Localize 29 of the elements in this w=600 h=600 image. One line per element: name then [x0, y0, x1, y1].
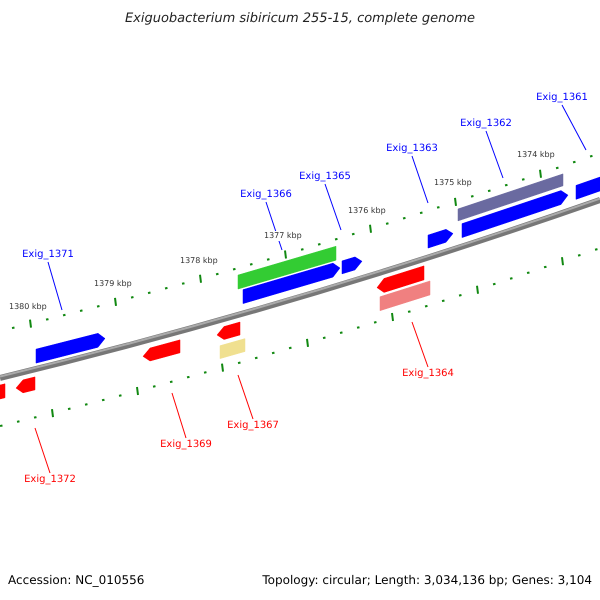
scale-label: 1376 kbp [348, 206, 386, 216]
gene-label: Exig_1362 [460, 118, 512, 130]
scale-label: 1380 kbp [9, 302, 47, 312]
footer-text: Topology: circular; Length: 3,034,136 bp; Genes: 3,104 [262, 573, 592, 587]
gene-label: Exig_1369 [160, 439, 212, 451]
leader-line [34, 428, 50, 474]
gene-label: Exig_1364 [402, 368, 454, 380]
gene-label: Exig_1366 [240, 189, 292, 201]
gene-label: Exig_1361 [536, 92, 588, 104]
leader-line [324, 184, 342, 230]
gene-label: Exig_1363 [386, 143, 438, 155]
leader-line [412, 322, 428, 368]
footer-text: Accession: NC_010556 [8, 573, 144, 587]
scale-label: 1374 kbp [517, 150, 555, 160]
leader-line [412, 156, 428, 204]
leader-line [172, 392, 186, 438]
gene-label: Exig_1371 [22, 249, 74, 261]
leader-line [238, 374, 254, 420]
leader-line [486, 130, 504, 178]
title: Exiguobacterium sibiricum 255-15, complete genome [124, 10, 476, 28]
scale-label: 1378 kbp [180, 256, 218, 266]
scale-label: 1375 kbp [434, 178, 472, 188]
leader-line [48, 262, 62, 310]
leader-line [562, 104, 586, 150]
gene-label: Exig_1365 [299, 171, 351, 183]
scale-label: 1379 kbp [94, 279, 132, 289]
gene-label: Exig_1372 [24, 474, 76, 486]
gene-label: Exig_1367 [227, 420, 279, 432]
scale-label: 1377 kbp [264, 231, 302, 241]
